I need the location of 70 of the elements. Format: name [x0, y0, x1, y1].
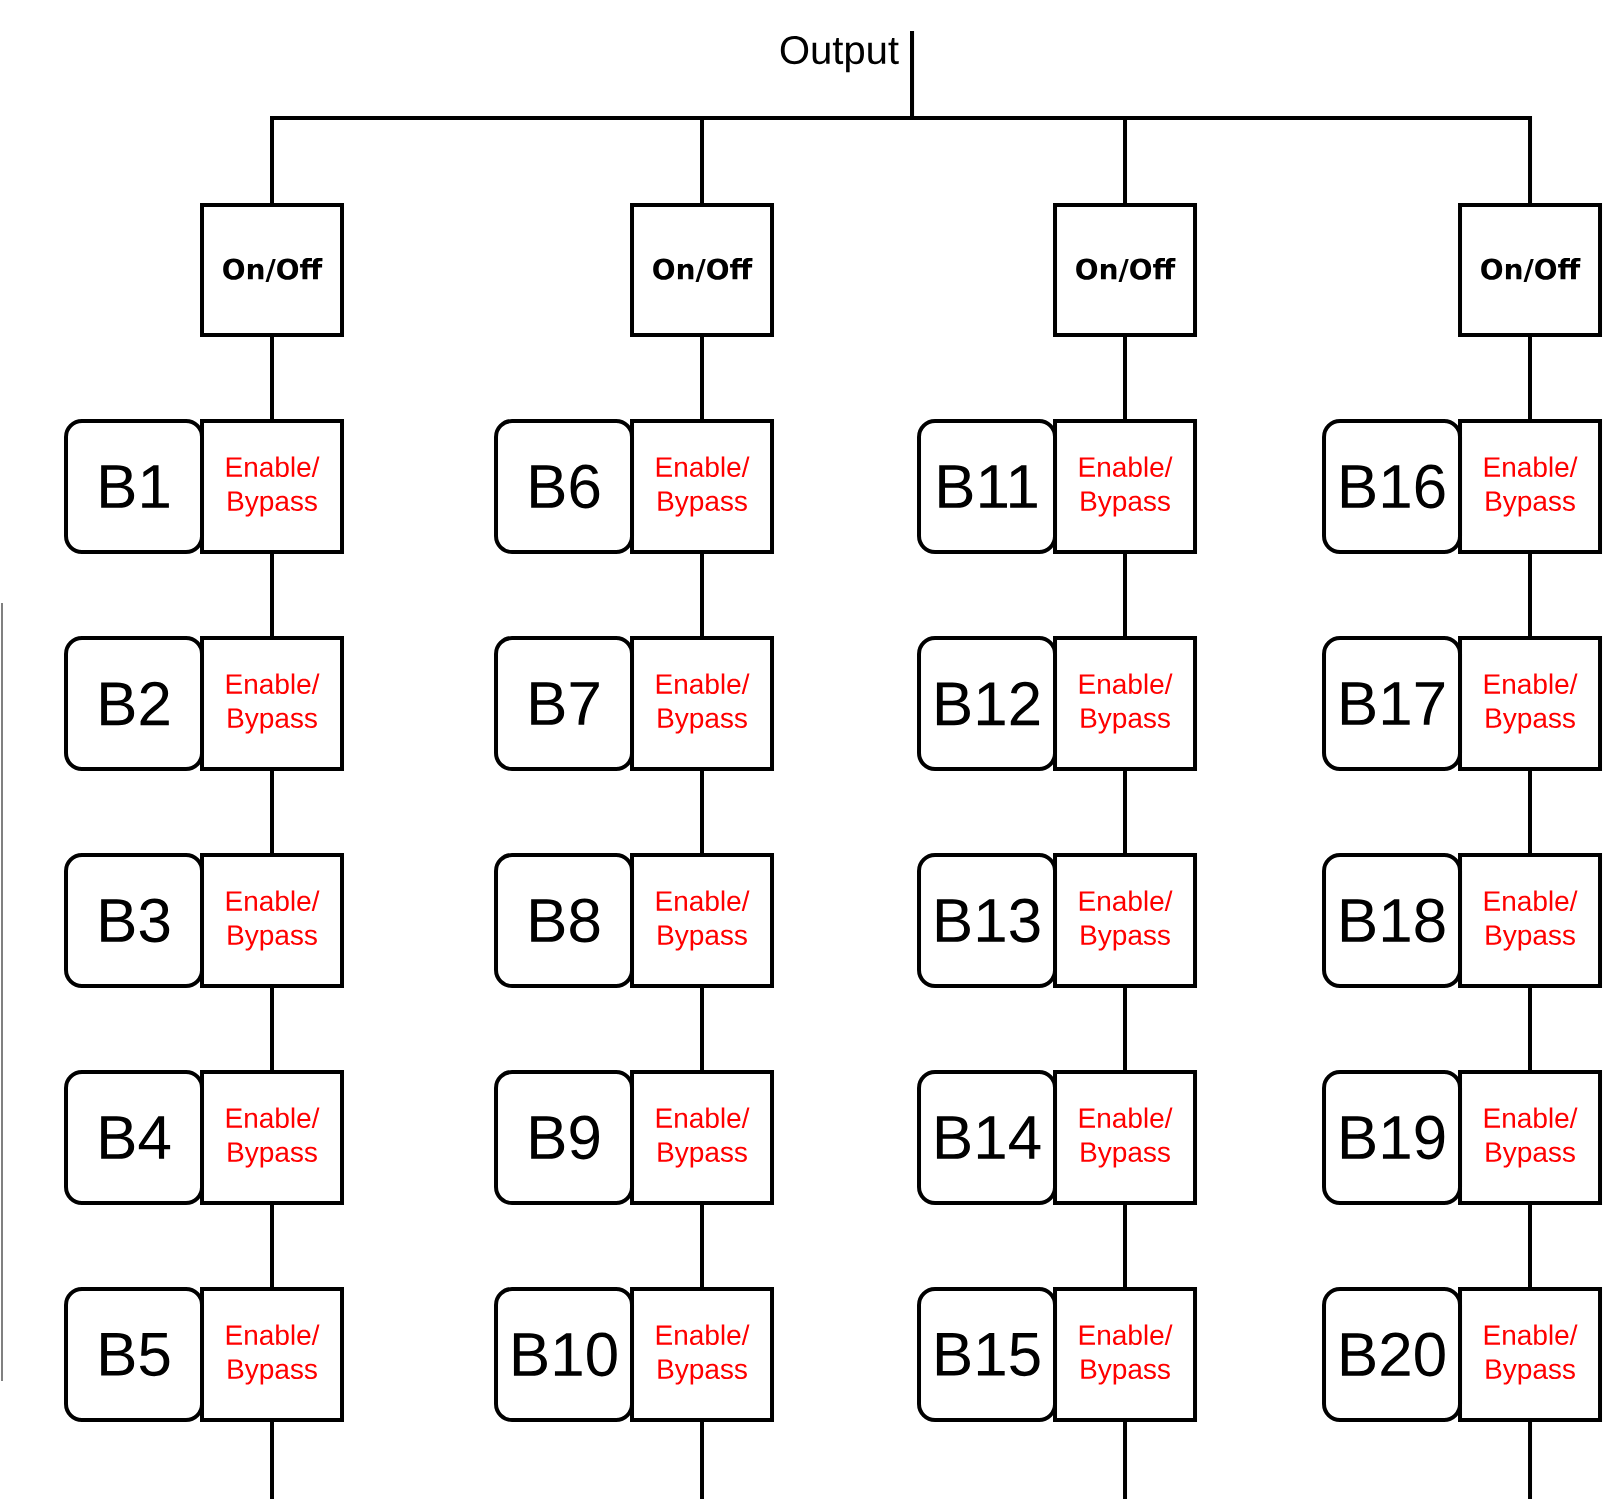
output-label: Output [780, 35, 899, 73]
connector-line [700, 337, 704, 419]
block-box: B18 [1322, 853, 1462, 988]
connector-line [1528, 988, 1532, 1070]
bypass-box: Enable/ Bypass [200, 1287, 344, 1422]
block-box: B3 [64, 853, 204, 988]
bypass-box: Enable/ Bypass [1053, 419, 1197, 554]
bypass-box: Enable/ Bypass [630, 419, 774, 554]
block-box: B16 [1322, 419, 1462, 554]
connector-line [270, 1205, 274, 1287]
connector-line [910, 31, 1532, 203]
block-box: B6 [494, 419, 634, 554]
bypass-box: Enable/ Bypass [630, 636, 774, 771]
block-box: B13 [917, 853, 1057, 988]
bypass-box: Enable/ Bypass [1458, 1287, 1602, 1422]
connector-line [270, 771, 274, 853]
block-box: B5 [64, 1287, 204, 1422]
block-box: B15 [917, 1287, 1057, 1422]
bypass-box: Enable/ Bypass [630, 853, 774, 988]
connector-line [1123, 988, 1127, 1070]
block-box: B1 [64, 419, 204, 554]
bypass-box: Enable/ Bypass [200, 1070, 344, 1205]
connector-line [1528, 554, 1532, 636]
switch-box: On/Off [1053, 203, 1197, 337]
block-box: B10 [494, 1287, 634, 1422]
bypass-box: Enable/ Bypass [1458, 853, 1602, 988]
bypass-box: Enable/ Bypass [1053, 1070, 1197, 1205]
bypass-box: Enable/ Bypass [630, 1070, 774, 1205]
connector-line [1528, 337, 1532, 419]
bypass-box: Enable/ Bypass [1053, 1287, 1197, 1422]
block-box: B7 [494, 636, 634, 771]
block-box: B8 [494, 853, 634, 988]
connector-line [270, 337, 274, 419]
bypass-box: Enable/ Bypass [200, 419, 344, 554]
connector-line [700, 1422, 704, 1499]
connector-line [1123, 1205, 1127, 1287]
bypass-box: Enable/ Bypass [1458, 419, 1602, 554]
bypass-box: Enable/ Bypass [200, 853, 344, 988]
block-box: B19 [1322, 1070, 1462, 1205]
connector-line [270, 988, 274, 1070]
connector-line [1528, 1205, 1532, 1287]
block-box: B17 [1322, 636, 1462, 771]
switch-box: On/Off [630, 203, 774, 337]
switch-box: On/Off [200, 203, 344, 337]
connector-line [1123, 771, 1127, 853]
connector-line [700, 771, 704, 853]
block-box: B11 [917, 419, 1057, 554]
connector-line [700, 988, 704, 1070]
connector-line [270, 1422, 274, 1499]
connector-line [700, 1205, 704, 1287]
bypass-box: Enable/ Bypass [200, 636, 344, 771]
switch-box: On/Off [1458, 203, 1602, 337]
bypass-box: Enable/ Bypass [630, 1287, 774, 1422]
block-box: B12 [917, 636, 1057, 771]
block-box: B14 [917, 1070, 1057, 1205]
connector-line [700, 554, 704, 636]
connector-line [1528, 1422, 1532, 1499]
bypass-box: Enable/ Bypass [1458, 636, 1602, 771]
connector-line [1123, 1422, 1127, 1499]
connector-line [1123, 554, 1127, 636]
bypass-box: Enable/ Bypass [1458, 1070, 1602, 1205]
connector-line [1123, 337, 1127, 419]
connector-line [270, 554, 274, 636]
block-box: B4 [64, 1070, 204, 1205]
block-box: B20 [1322, 1287, 1462, 1422]
bypass-box: Enable/ Bypass [1053, 636, 1197, 771]
connector-line [1528, 771, 1532, 853]
block-box: B2 [64, 636, 204, 771]
bypass-box: Enable/ Bypass [1053, 853, 1197, 988]
block-box: B9 [494, 1070, 634, 1205]
